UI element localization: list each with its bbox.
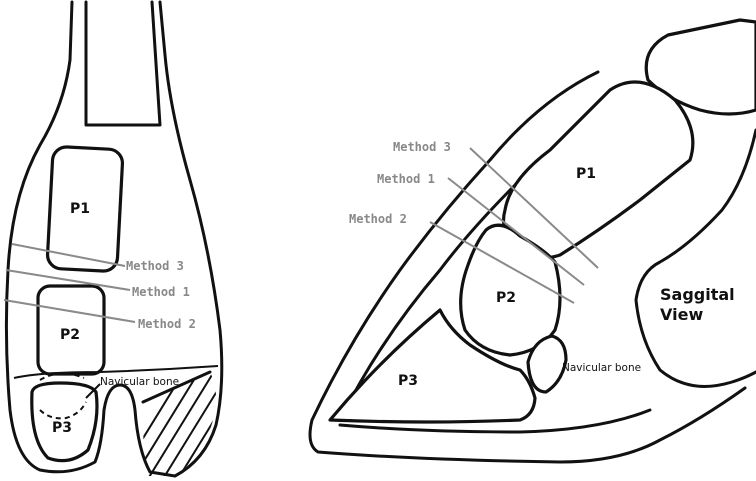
front-method3-label: Method 3 — [126, 259, 184, 273]
front-p3-label: P3 — [52, 420, 72, 436]
sagittal-method3-label: Method 3 — [393, 140, 451, 154]
sagittal-method2-label: Method 2 — [349, 212, 407, 226]
front-p2-label: P2 — [60, 327, 80, 343]
sagittal-view-title-line1: Saggital — [660, 285, 735, 304]
sagittal-view-title-line2: View — [660, 305, 703, 324]
front-method2-label: Method 2 — [138, 317, 196, 331]
sagittal-view: P1 P2 P3 Navicular bone Method 3 Method … — [310, 20, 756, 462]
sagittal-p2-label: P2 — [496, 290, 516, 306]
sagittal-navicular-label: Navicular bone — [562, 362, 641, 374]
front-p1-label: P1 — [70, 201, 90, 217]
front-view: P1 P2 P3 Navicular bone Method 3 Method … — [4, 2, 260, 481]
front-navicular-label: Navicular bone — [100, 376, 179, 388]
sagittal-p1-bone — [504, 82, 693, 258]
cannon-bone-outline — [86, 2, 160, 125]
sagittal-method1-label: Method 1 — [377, 172, 435, 186]
front-method1-label: Method 1 — [132, 285, 190, 299]
sagittal-p1-label: P1 — [576, 166, 596, 182]
sagittal-p3-label: P3 — [398, 373, 418, 389]
